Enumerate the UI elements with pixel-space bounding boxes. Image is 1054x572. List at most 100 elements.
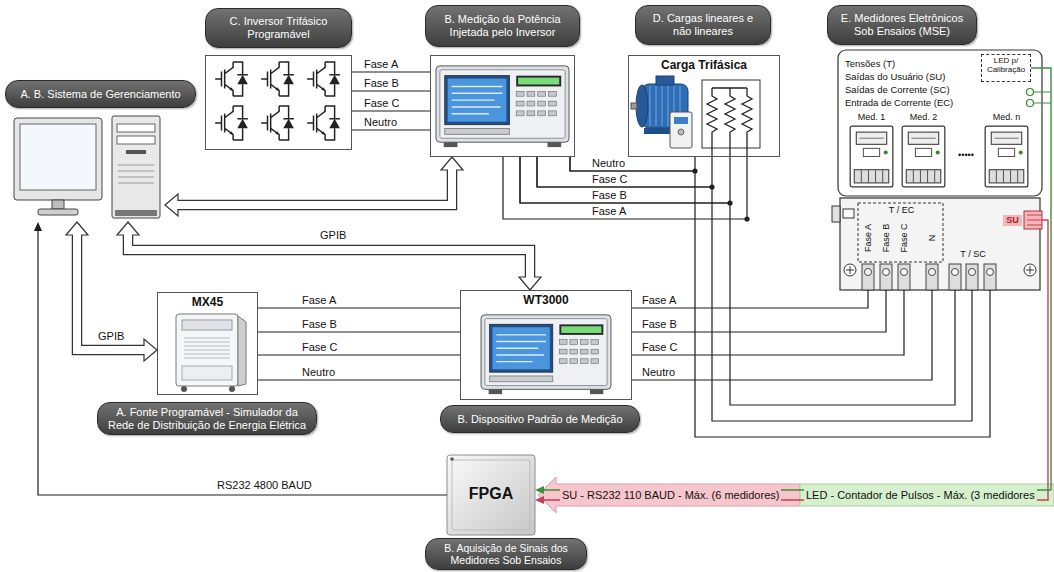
wire-label: Fase B (640, 318, 679, 331)
signal-band-label: LED - Contador de Pulsos - Máx. (3 medid… (804, 488, 1037, 502)
meter-housing (840, 198, 1040, 290)
meter-unit: Med. 1 (848, 112, 895, 190)
wire-line (632, 290, 868, 308)
meter-housing (984, 264, 996, 290)
meter-label: Med. 1 (848, 112, 895, 123)
wire-connector (503, 157, 747, 219)
meter-housing (929, 269, 936, 276)
source-illustration (182, 320, 232, 330)
terminal-group-label: T / SC (948, 249, 998, 260)
meter-label: Med. 2 (900, 112, 947, 123)
computer-illustration (117, 124, 155, 132)
computer-illustration (14, 118, 102, 200)
source-illustration (229, 386, 235, 392)
load-illustration (702, 80, 760, 148)
wire-line (632, 290, 886, 332)
signal-band (800, 484, 1054, 506)
source-illustration (181, 386, 187, 392)
section-label: B. Dispositivo Padrão de Medição (440, 405, 640, 433)
wire-line (352, 90, 430, 91)
meter-housing (1027, 89, 1034, 96)
chip-label: FPGA (447, 484, 535, 503)
wire-connector (537, 157, 972, 421)
computer-illustration (112, 116, 160, 218)
wire-connector (632, 290, 868, 308)
meter-housing (969, 269, 976, 276)
meter-housing (838, 50, 1042, 196)
meter-housing (865, 269, 994, 276)
wire-line (352, 71, 430, 72)
wire-label: Fase C (362, 97, 401, 110)
wire-label: RS232 4800 BAUD (215, 479, 314, 492)
ellipsis-dots: ••••• (950, 150, 982, 161)
terminal-group-label: T / EC (860, 205, 943, 216)
key-line: Tensões (T) (845, 58, 980, 69)
wire-line (570, 157, 990, 437)
wire-line (537, 157, 712, 187)
inverter-illustration (215, 106, 248, 140)
wire-connector (352, 91, 430, 92)
wire-line (258, 354, 460, 355)
section-label: C. Inversor Trifásico Programável (205, 8, 352, 48)
meter-housing (832, 50, 1051, 290)
meter-housing (858, 203, 943, 262)
computer-illustration (118, 165, 154, 183)
source-illustration (184, 338, 230, 358)
power-analyzer-illustration (431, 56, 631, 399)
box-outline (205, 55, 352, 150)
meter-housing (898, 264, 910, 290)
meter-housing (949, 264, 961, 290)
computer-illustration (117, 136, 155, 144)
meter-housing (846, 266, 854, 274)
section-label: A. B. Sistema de Gerenciamento (5, 80, 196, 108)
wire-connector (632, 290, 904, 355)
load-box: D. Cargas lineares e não linearesCarga T… (626, 5, 780, 157)
meter-housing (843, 209, 854, 218)
load-illustration (642, 84, 688, 128)
section-label: D. Cargas lineares e não lineares (635, 5, 771, 45)
section-label: B. Aquisição de Sinais dos Medidores Sob… (425, 538, 587, 570)
wire-label: Fase B (300, 318, 339, 331)
inverter-illustration (307, 62, 340, 96)
power-analyzer-illustration (461, 291, 631, 399)
standard-meter-box: WT3000B. Dispositivo Padrão de Medição (440, 290, 640, 435)
load-illustration (678, 129, 684, 135)
terminal-label: Fase C (899, 223, 910, 252)
wire-line (38, 230, 447, 495)
fpga-chip (450, 457, 454, 461)
signal-band (538, 477, 800, 513)
wire-label: GPIB (318, 229, 348, 242)
meter-housing (952, 269, 959, 276)
meter-housing (985, 126, 1028, 187)
wire-line (537, 157, 972, 421)
source-illustration (182, 366, 232, 380)
fpga-chip (447, 455, 535, 535)
wire-label: Fase C (300, 341, 339, 354)
source-box: MX45A. Fonte Programável - Simulador da … (97, 292, 317, 435)
wire-connector (352, 111, 430, 112)
box-title: Carga Trifásica (628, 58, 780, 72)
wire-line (520, 157, 955, 405)
meter-housing (832, 206, 840, 222)
meter-housing (1024, 211, 1042, 229)
inverter-illustration (307, 106, 340, 140)
meter-housing (1024, 264, 1036, 276)
bus-core (176, 168, 452, 205)
wire-line (258, 331, 460, 332)
key-line: Saídas de Corrente (SC) (845, 84, 980, 95)
bus-arrow (165, 157, 463, 216)
meter-housing (902, 126, 945, 187)
wire-line (543, 220, 1048, 500)
meter-housing (1026, 266, 1034, 274)
computer-illustration (14, 116, 160, 218)
load-illustration (629, 56, 779, 156)
meter-housing (862, 264, 996, 290)
signal-line (535, 220, 1048, 504)
meter-housing (926, 264, 938, 290)
arrow-head (535, 496, 544, 504)
terminal-label: N (927, 235, 938, 242)
meter-housing (1034, 92, 1052, 103)
meter-housing (966, 264, 978, 290)
computer-illustration (126, 150, 146, 154)
